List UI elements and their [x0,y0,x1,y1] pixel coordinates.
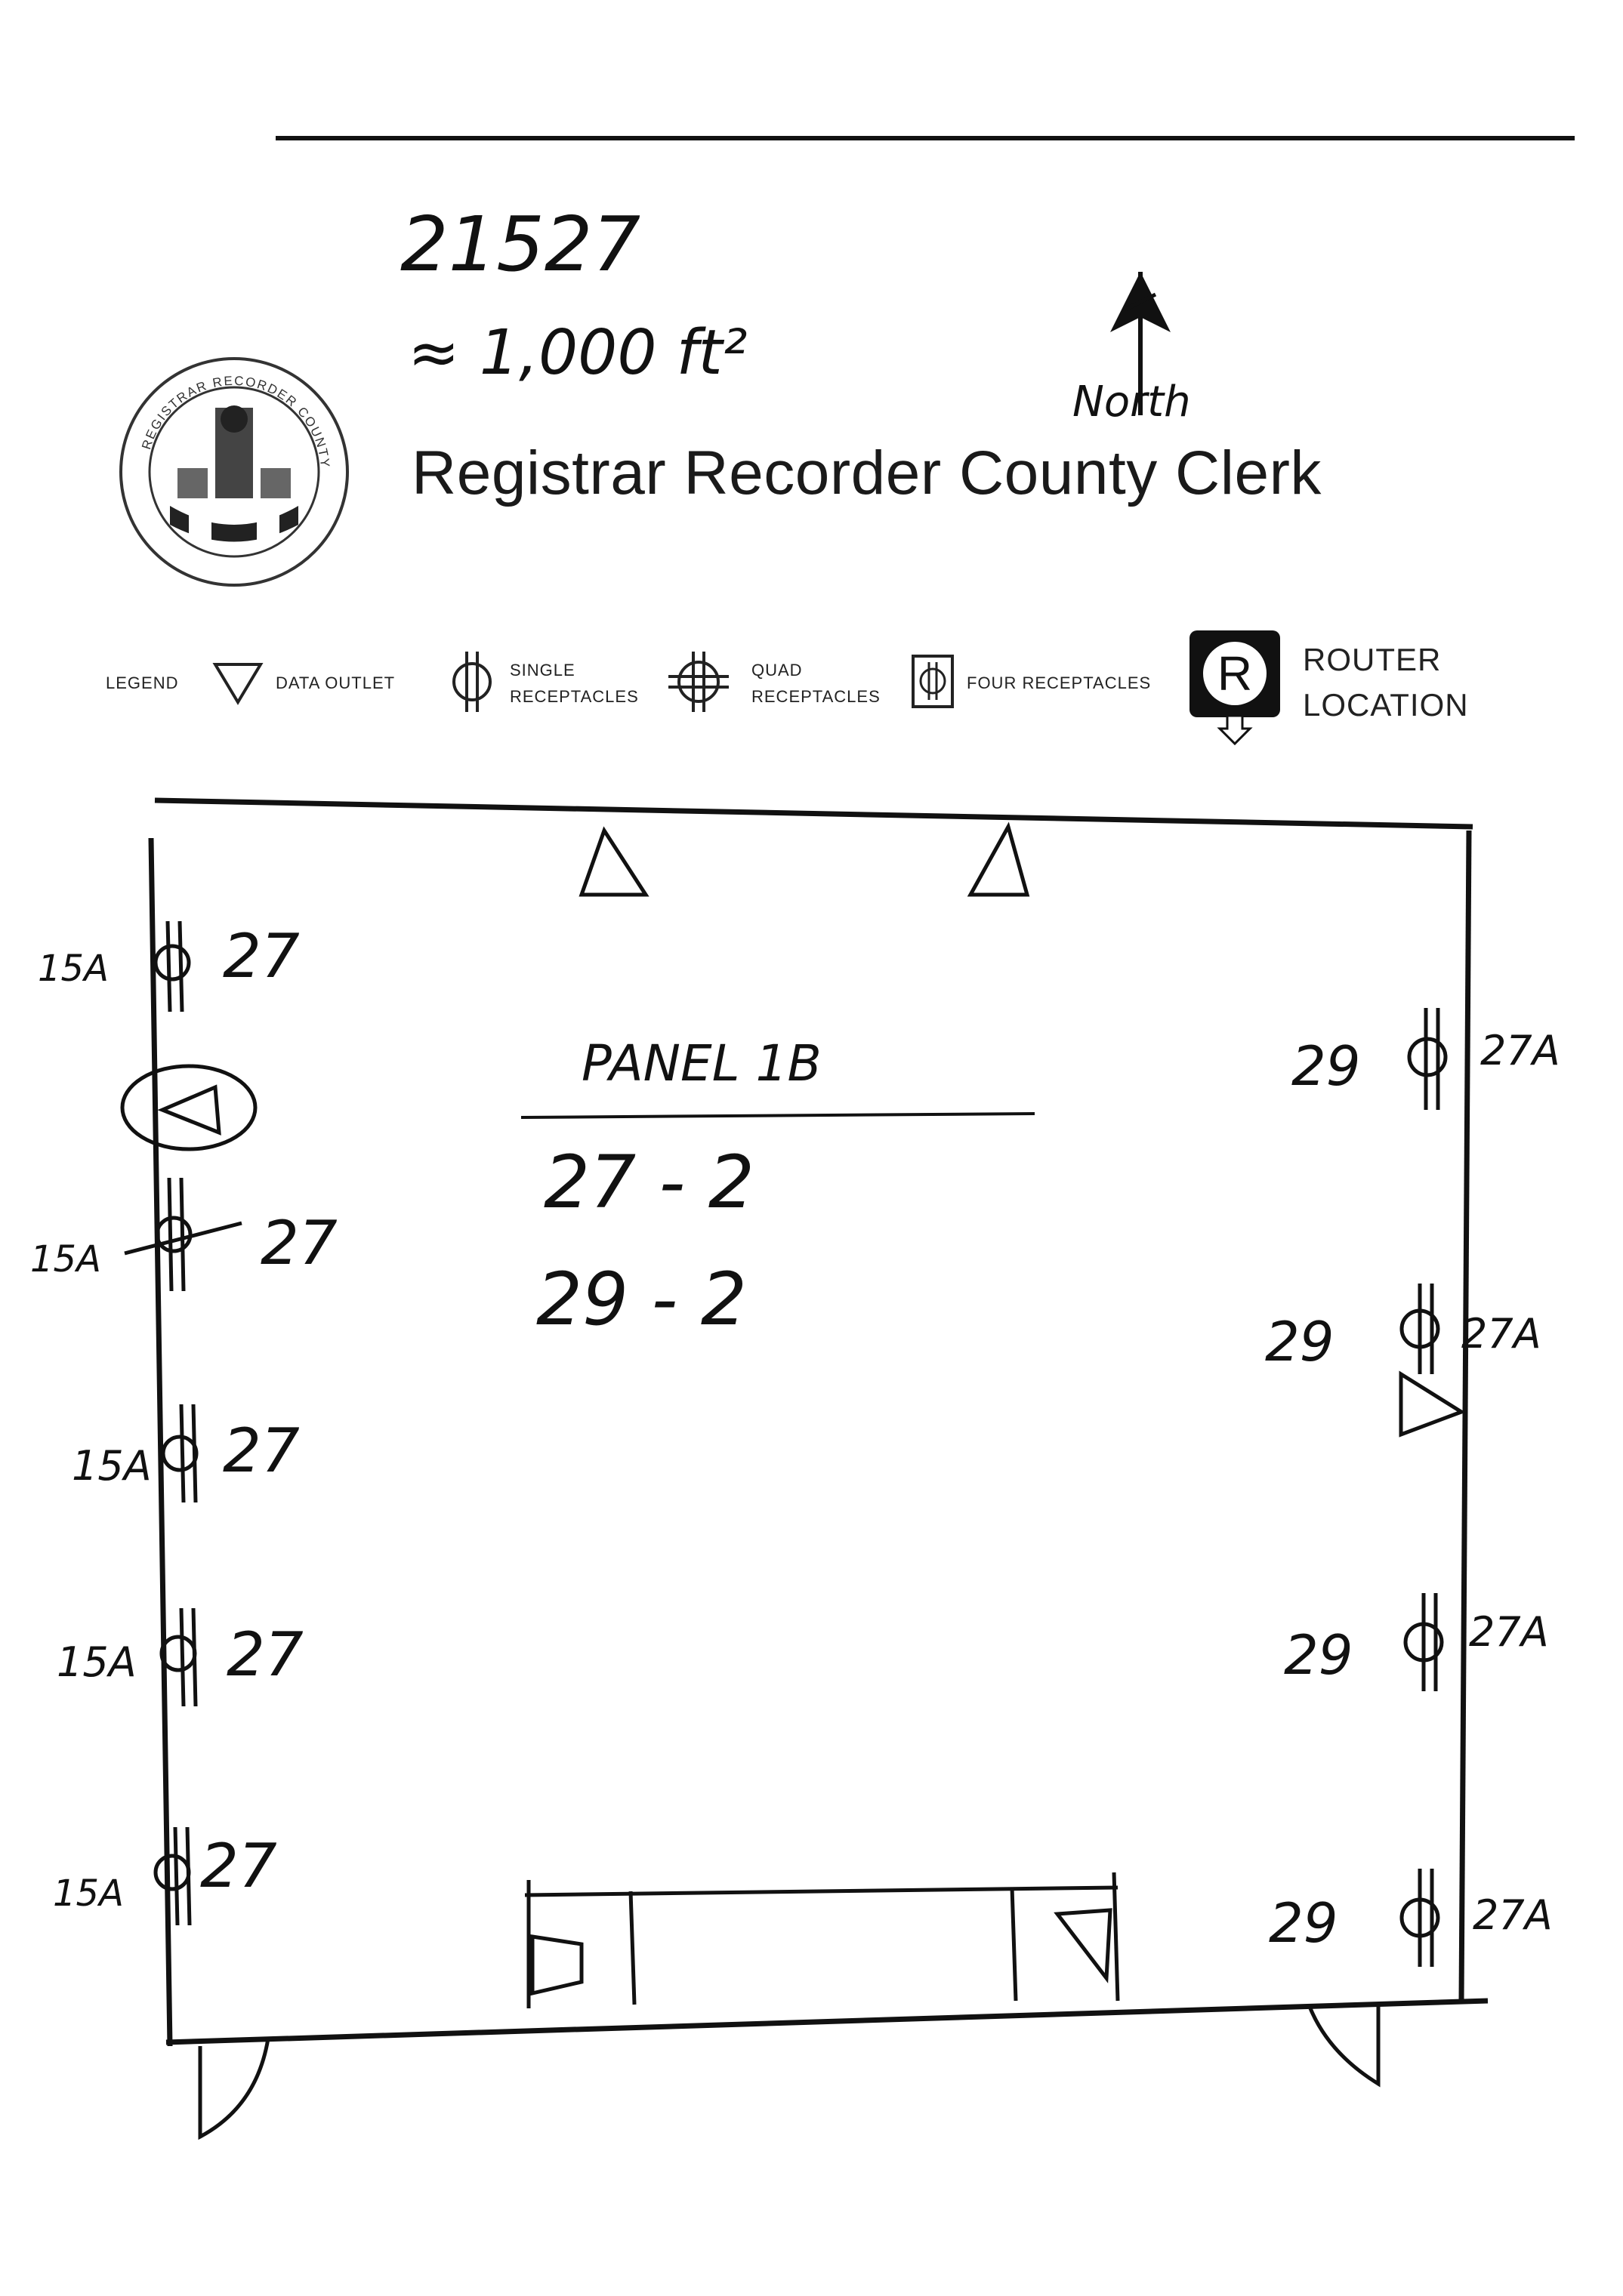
single-receptacle-icon [1399,1869,1440,1967]
panel-underline [520,1112,1035,1119]
west-circuit-label: 27 [223,921,300,991]
single-receptacle-icon [124,1177,242,1292]
legend-item-four-receptacles: FOUR RECEPTACLES [967,673,1152,692]
single-receptacle-icon [161,1404,199,1503]
west-amp-label: 15A [53,1872,124,1915]
south-wall [165,1998,1489,2045]
legend: LEGEND DATA OUTLET SINGLE RECEPTACLES QU… [106,627,1526,755]
four-receptacle-icon [912,655,954,708]
single-receptacle-icon [153,1826,192,1926]
north-label: North [1072,378,1191,427]
single-receptacle-icon [1407,1008,1448,1110]
single-receptacle-icon [452,652,492,712]
west-amp-label: 15A [57,1638,137,1686]
single-receptacle-icon [1403,1593,1444,1691]
data-outlet-icon [1399,1370,1466,1438]
east-wall [1458,830,1472,2002]
panel-circuit: 29 - 2 [536,1257,747,1342]
data-outlet-icon [579,826,650,897]
legend-item-quad-line1: QUAD [751,661,803,680]
legend-item-single-line1: SINGLE [510,661,575,680]
legend-router-line1: ROUTER [1303,642,1442,677]
east-circuit-label: 29 [1265,1310,1335,1373]
legend-item-quad-line2: RECEPTACLES [751,687,881,706]
router-symbol: R [1217,646,1252,701]
door-icon [1308,2005,1381,2088]
west-circuit-label: 27 [227,1620,304,1690]
west-circuit-label: 27 [261,1208,338,1278]
county-seal-icon: REGISTRAR RECORDER COUNTY CLERK [117,355,349,587]
door-icon [198,2038,270,2140]
west-circuit-label: 27 [223,1416,300,1486]
legend-router-line2: LOCATION [1303,687,1469,723]
area-note: ≈ 1,000 ft² [408,317,748,389]
panel-circuit: 27 - 2 [544,1140,754,1225]
job-number: 21527 [400,200,641,288]
east-amp-label: 27A [1461,1310,1541,1358]
west-amp-label: 15A [30,1238,101,1281]
legend-label: LEGEND [106,673,179,692]
legend-item-data-outlet: DATA OUTLET [276,673,396,692]
single-receptacle-icon [159,1607,198,1707]
east-amp-label: 27A [1473,1891,1553,1939]
single-receptacle-icon [1399,1284,1440,1374]
quad-receptacle-icon [668,652,729,712]
east-circuit-label: 29 [1291,1034,1361,1098]
west-amp-label: 15A [72,1442,152,1490]
data-outlet-icon [530,1934,584,1996]
west-amp-label: 15A [38,948,109,990]
circled-data-outlet-icon [120,1064,258,1151]
agency-title: Registrar Recorder County Clerk [412,439,1322,507]
west-wall [148,837,173,2047]
east-circuit-label: 29 [1284,1623,1353,1687]
top-rule [276,136,1575,140]
north-wall [154,797,1473,830]
data-outlet-icon [967,821,1030,897]
single-receptacle-icon [153,920,191,1012]
router-location-icon: R [1189,630,1280,746]
legend-item-single-line2: RECEPTACLES [510,687,639,706]
north-arrow-icon [1110,272,1171,415]
east-amp-label: 27A [1480,1027,1560,1074]
data-outlet-icon [1054,1908,1112,1983]
east-amp-label: 27A [1469,1608,1549,1656]
east-circuit-label: 29 [1269,1891,1338,1955]
panel-label: PANEL 1B [582,1034,822,1093]
data-outlet-icon [212,663,264,705]
west-circuit-label: 27 [200,1831,277,1901]
south-counter [524,1872,1120,2008]
